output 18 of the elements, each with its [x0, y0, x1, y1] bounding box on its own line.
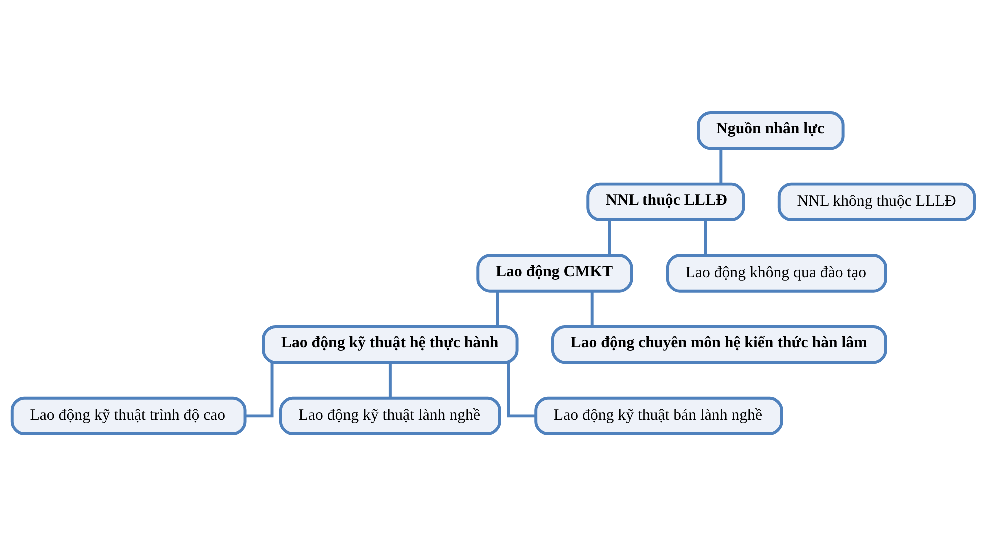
node-box: Lao động chuyên môn hệ kiến thức hàn lâm	[551, 326, 888, 364]
connector	[245, 362, 274, 418]
connector	[496, 292, 500, 327]
node-box: Lao động kỹ thuật lành nghề	[279, 396, 502, 436]
node-box: Nguồn nhân lực	[697, 111, 845, 150]
connector	[590, 292, 594, 327]
node-box: Lao động không qua đào tạo	[666, 254, 888, 293]
connector	[720, 148, 723, 184]
node-box: NNL không thuộc LLLĐ	[778, 182, 976, 222]
connector	[608, 220, 612, 256]
connector	[388, 362, 392, 398]
node-box: Lao động kỹ thuật trình độ cao	[10, 396, 247, 436]
connector	[507, 362, 536, 418]
node-box: Lao động kỹ thuật hệ thực hành	[262, 326, 519, 364]
connector	[704, 220, 708, 256]
node-box: Lao động kỹ thuật bán lành nghề	[534, 396, 784, 436]
node-box: Lao động CMKT	[476, 254, 634, 293]
node-box: NNL thuộc LLLĐ	[586, 182, 746, 222]
